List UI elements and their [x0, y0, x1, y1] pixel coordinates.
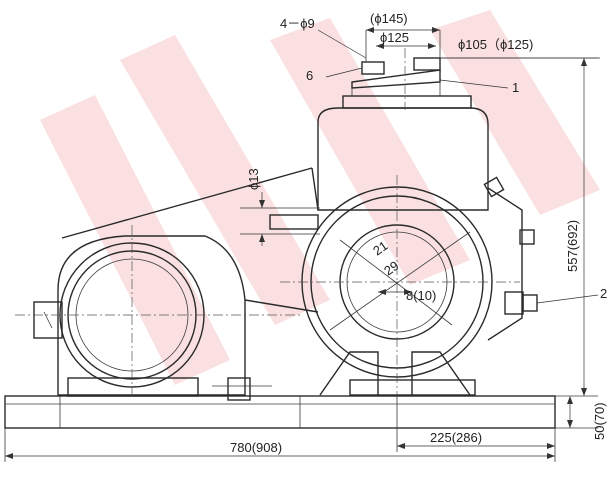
leader-lines	[325, 67, 599, 304]
total-length-label: 780(908)	[230, 440, 282, 455]
axis-offset-label: 225(286)	[430, 430, 482, 445]
top-flange	[351, 48, 441, 110]
callout-1: 1	[512, 80, 519, 95]
base-frame	[4, 395, 556, 429]
outer-radius-label: 29	[381, 258, 401, 279]
outlet-diameter-label: ϕ13	[246, 168, 261, 190]
motor	[15, 225, 300, 401]
outer-diameter-label: (ϕ145)	[370, 11, 408, 26]
pump-body	[280, 95, 538, 396]
callout-6: 6	[306, 68, 313, 83]
shaft-offset-label: 8(10)	[406, 288, 436, 303]
height-label: 557(692)	[565, 220, 580, 272]
bolt-circle-label: ϕ125	[380, 30, 409, 45]
callout-2: 2	[600, 286, 607, 301]
outlet-pipe	[240, 192, 320, 246]
base-height-label: 50(70)	[592, 402, 607, 440]
height-dimension	[440, 57, 598, 397]
watermark	[40, 10, 600, 385]
inner-radius-label: 21	[370, 238, 390, 259]
base-height-dimension	[555, 396, 598, 429]
bottom-dimensions	[4, 395, 556, 462]
flange-label: ϕ105（ϕ125)	[458, 37, 533, 52]
holes-label: 4－ϕ9	[280, 16, 315, 31]
